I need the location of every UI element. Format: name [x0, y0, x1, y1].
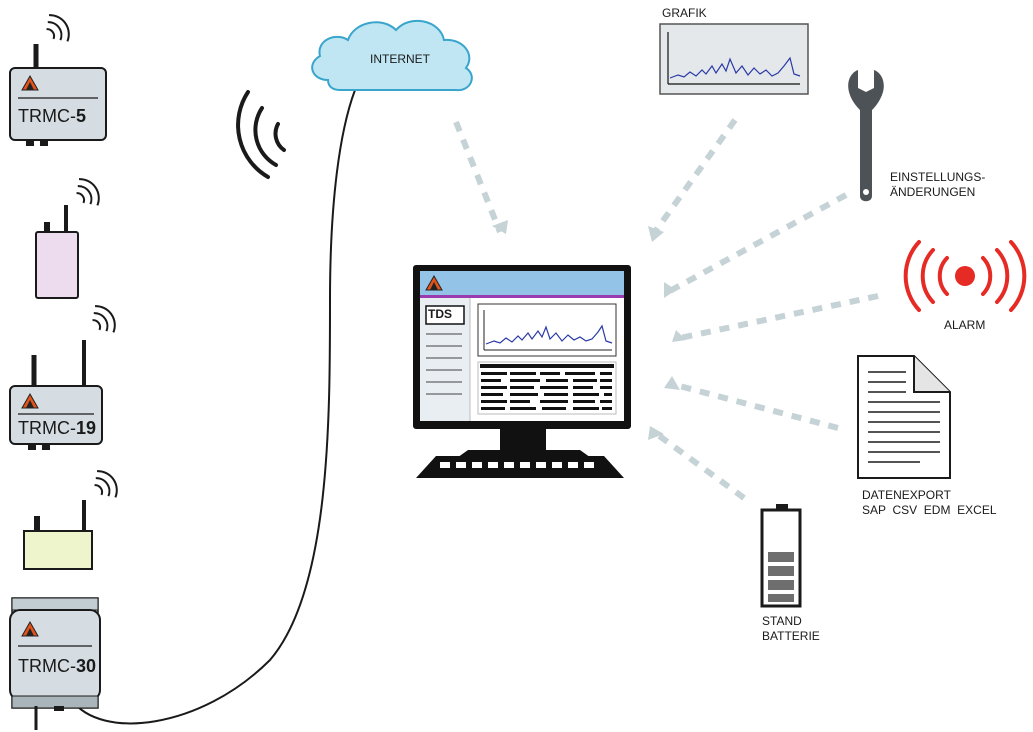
wireless-signal-icon	[236, 90, 286, 179]
alarm-label: ALARM	[944, 318, 986, 332]
wrench-icon	[848, 70, 884, 202]
batterie-label-line2: BATTERIE	[762, 629, 820, 643]
grafik-label: GRAFIK	[662, 6, 707, 20]
tds-label: TDS	[428, 307, 452, 321]
connection-arrows	[453, 118, 879, 501]
arrow-heads	[492, 220, 686, 440]
keyboard	[416, 456, 624, 478]
device-trmc19	[9, 300, 122, 450]
document-icon	[857, 355, 951, 479]
datenexport-label-line1: DATENEXPORT	[862, 488, 951, 502]
cable-line	[71, 89, 356, 725]
device-pink-sensor	[35, 173, 106, 299]
device-trmc30	[9, 597, 101, 730]
internet-label: INTERNET	[370, 52, 430, 66]
batterie-label-line1: STAND	[762, 614, 802, 628]
device-yellow-sensor	[23, 465, 124, 570]
trmc19-label: TRMC-19	[18, 418, 97, 438]
trmc30-label: TRMC-30	[18, 656, 97, 676]
alarm-icon	[903, 240, 1027, 312]
internet-cloud-icon	[311, 20, 473, 92]
trmc5-label: TRMC-5	[18, 106, 86, 126]
datenexport-label-line2: SAP CSV EDM EXCEL	[862, 503, 997, 517]
battery-icon	[760, 504, 802, 608]
graph-icon	[659, 23, 809, 95]
einstellungen-label-line1: EINSTELLUNGS-	[890, 170, 986, 184]
einstellungen-label-line2: ÄNDERUNGEN	[890, 185, 976, 199]
device-trmc5	[9, 9, 107, 146]
computer-monitor	[413, 265, 631, 460]
